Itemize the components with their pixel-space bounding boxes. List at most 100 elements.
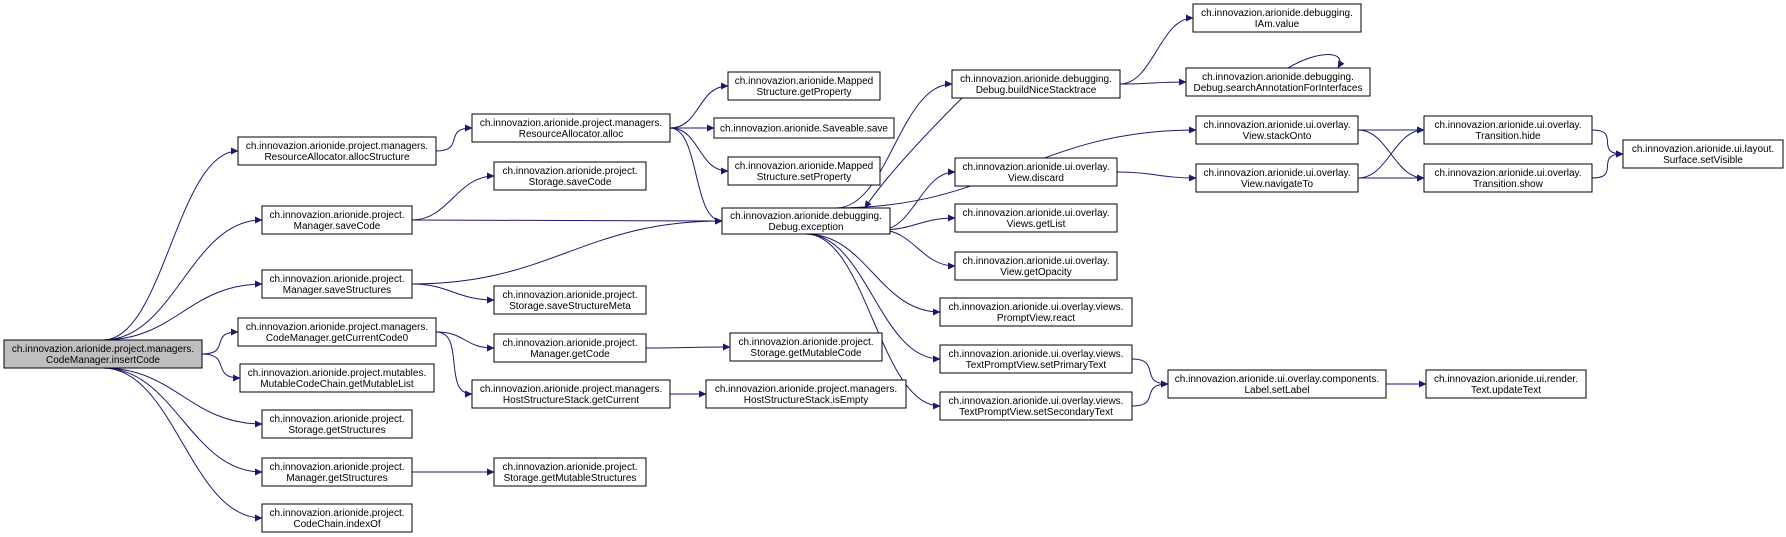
node-label-line: ch.innovazion.arionide.project. xyxy=(269,414,404,425)
node-insert-code[interactable]: ch.innovazion.arionide.project.managers.… xyxy=(3,339,203,369)
node-box xyxy=(493,333,647,363)
edge-insertCode-to-saveStructures xyxy=(102,280,263,341)
node-alloc[interactable]: ch.innovazion.arionide.project.managers.… xyxy=(471,113,671,143)
node-label-line: ch.innovazion.arionide.ui.overlay.compon… xyxy=(1175,374,1379,385)
edge-getCurrentCode0-to-managerGetCode xyxy=(435,331,495,352)
node-label-line: ch.innovazion.arionide.debugging. xyxy=(1201,8,1353,19)
node-box xyxy=(261,409,413,439)
node-navigate-to[interactable]: ch.innovazion.arionide.ui.overlay.View.n… xyxy=(1195,163,1359,193)
node-storage-get-structures[interactable]: ch.innovazion.arionide.project.Storage.g… xyxy=(261,409,413,439)
node-manager-get-code[interactable]: ch.innovazion.arionide.project.Manager.g… xyxy=(493,333,647,363)
node-manager-get-structures[interactable]: ch.innovazion.arionide.project.Manager.g… xyxy=(261,457,413,487)
node-label-line: ch.innovazion.arionide.Mapped xyxy=(735,76,873,87)
node-box xyxy=(729,332,883,362)
node-set-property[interactable]: ch.innovazion.arionide.MappedStructure.s… xyxy=(727,156,881,186)
node-label-line: HostStructureStack.isEmpty xyxy=(744,395,868,406)
node-box xyxy=(3,339,203,369)
node-label-line: View.stackOnto xyxy=(1243,131,1312,142)
node-get-mutable-code[interactable]: ch.innovazion.arionide.project.Storage.g… xyxy=(729,332,883,362)
node-label-line: Storage.saveCode xyxy=(529,177,612,188)
node-label-line: ch.innovazion.arionide.project. xyxy=(269,210,404,221)
edge-insertCode-to-getCurrentCode0 xyxy=(201,328,239,355)
node-box xyxy=(1192,3,1362,33)
node-update-text[interactable]: ch.innovazion.arionide.ui.render.Text.up… xyxy=(1425,369,1587,399)
node-label-line: ch.innovazion.arionide.Mapped xyxy=(735,161,873,172)
node-get-mutable-list[interactable]: ch.innovazion.arionide.project.mutables.… xyxy=(239,363,435,393)
node-label-line: ch.innovazion.arionide.ui.overlay. xyxy=(962,256,1109,267)
edge-exception-to-getOpacity xyxy=(879,229,956,270)
node-label-line: ch.innovazion.arionide.ui.overlay. xyxy=(962,208,1109,219)
node-iam-value[interactable]: ch.innovazion.arionide.debugging.IAm.val… xyxy=(1192,3,1362,33)
edge-transitionShow-to-setVisible xyxy=(1591,150,1624,179)
node-search-annotation[interactable]: ch.innovazion.arionide.debugging.Debug.s… xyxy=(1185,67,1371,97)
node-get-list[interactable]: ch.innovazion.arionide.ui.overlay.Views.… xyxy=(954,203,1118,233)
node-box xyxy=(713,117,895,139)
node-index-of[interactable]: ch.innovazion.arionide.project.CodeChain… xyxy=(261,503,413,533)
node-label-line: ch.innovazion.arionide.ui.overlay. xyxy=(1203,168,1350,179)
node-label-line: PromptView.react xyxy=(997,313,1075,324)
node-get-property[interactable]: ch.innovazion.arionide.MappedStructure.g… xyxy=(727,71,881,101)
node-box xyxy=(493,457,647,487)
node-label-line: ch.innovazion.arionide.Saveable.save xyxy=(720,124,888,135)
node-build-nice-stacktrace[interactable]: ch.innovazion.arionide.debugging.Debug.b… xyxy=(951,69,1121,99)
node-box xyxy=(1195,163,1359,193)
node-label-line: Manager.getCode xyxy=(530,349,610,360)
node-label-line: View.getOpacity xyxy=(1000,267,1072,278)
node-label-line: ch.innovazion.arionide.debugging. xyxy=(730,211,882,222)
edge-exception-to-buildNiceStacktrace xyxy=(835,80,953,209)
node-label-line: Debug.buildNiceStacktrace xyxy=(976,85,1097,96)
node-label-line: Storage.getMutableCode xyxy=(750,348,862,359)
node-react[interactable]: ch.innovazion.arionide.ui.overlay.views.… xyxy=(939,297,1133,327)
edge-insertCode-to-getMutableList xyxy=(201,353,241,382)
node-label-line: ResourceAllocator.allocStructure xyxy=(264,152,410,163)
node-exception[interactable]: ch.innovazion.arionide.debugging.Debug.e… xyxy=(721,207,891,235)
node-label-line: ch.innovazion.arionide.project. xyxy=(502,462,637,473)
node-saveable-save[interactable]: ch.innovazion.arionide.Saveable.save xyxy=(713,117,895,139)
node-box xyxy=(1425,369,1587,399)
node-box xyxy=(939,297,1133,327)
node-label-line: ch.innovazion.arionide.ui.overlay.views. xyxy=(949,302,1124,313)
edge-exception-to-discard xyxy=(879,168,956,231)
node-label-line: Manager.saveCode xyxy=(294,221,381,232)
node-set-secondary-text[interactable]: ch.innovazion.arionide.ui.overlay.views.… xyxy=(939,391,1133,421)
node-get-opacity[interactable]: ch.innovazion.arionide.ui.overlay.View.g… xyxy=(954,251,1118,281)
node-label-line: ch.innovazion.arionide.debugging. xyxy=(1202,72,1354,83)
node-box xyxy=(727,71,881,101)
node-is-empty[interactable]: ch.innovazion.arionide.project.managers.… xyxy=(705,379,907,409)
edge-buildNiceStacktrace-to-iamValue xyxy=(1119,14,1194,85)
node-alloc-structure[interactable]: ch.innovazion.arionide.project.managers.… xyxy=(237,136,437,166)
node-label-line: ch.innovazion.arionide.project.managers. xyxy=(12,344,194,355)
node-label-line: Storage.getStructures xyxy=(288,425,385,436)
node-stack-onto[interactable]: ch.innovazion.arionide.ui.overlay.View.s… xyxy=(1195,115,1359,145)
node-label-line: ch.innovazion.arionide.ui.overlay. xyxy=(962,162,1109,173)
node-hss-get-current[interactable]: ch.innovazion.arionide.project.managers.… xyxy=(471,379,671,409)
node-set-label[interactable]: ch.innovazion.arionide.ui.overlay.compon… xyxy=(1167,369,1387,399)
node-label-line: ch.innovazion.arionide.project.managers. xyxy=(480,118,662,129)
edge-managerGetCode-to-getMutableCode xyxy=(645,343,731,351)
node-set-primary-text[interactable]: ch.innovazion.arionide.ui.overlay.views.… xyxy=(939,344,1133,374)
node-storage-save-code[interactable]: ch.innovazion.arionide.project.Storage.s… xyxy=(493,161,647,191)
node-box xyxy=(951,69,1121,99)
edge-alloc-to-setProperty xyxy=(669,127,729,175)
node-save-structures[interactable]: ch.innovazion.arionide.project.Manager.s… xyxy=(261,269,413,299)
node-label-line: ch.innovazion.arionide.ui.render. xyxy=(1434,374,1578,385)
node-transition-show[interactable]: ch.innovazion.arionide.ui.overlay.Transi… xyxy=(1423,163,1593,193)
node-discard[interactable]: ch.innovazion.arionide.ui.overlay.View.d… xyxy=(954,157,1118,187)
edge-alloc-to-getProperty xyxy=(669,82,729,129)
edge-getCurrentCode0-to-hssGetCurrent xyxy=(435,331,473,398)
node-label-line: CodeManager.insertCode xyxy=(46,355,160,366)
node-label-line: ch.innovazion.arionide.project.managers. xyxy=(480,384,662,395)
node-get-mutable-structures[interactable]: ch.innovazion.arionide.project.Storage.g… xyxy=(493,457,647,487)
node-box xyxy=(727,156,881,186)
node-save-code[interactable]: ch.innovazion.arionide.project.Manager.s… xyxy=(261,205,413,235)
node-save-structure-meta[interactable]: ch.innovazion.arionide.project.Storage.s… xyxy=(493,285,647,315)
node-label-line: ch.innovazion.arionide.project.mutables. xyxy=(248,368,426,379)
node-label-line: CodeManager.getCurrentCode0 xyxy=(266,333,409,344)
node-get-current-code0[interactable]: ch.innovazion.arionide.project.managers.… xyxy=(237,317,437,347)
edge-insertCode-to-allocStructure xyxy=(102,147,239,341)
node-set-visible[interactable]: ch.innovazion.arionide.ui.layout.Surface… xyxy=(1622,139,1784,169)
node-label-line: MutableCodeChain.getMutableList xyxy=(260,379,414,390)
node-transition-hide[interactable]: ch.innovazion.arionide.ui.overlay.Transi… xyxy=(1423,115,1593,145)
node-box xyxy=(261,269,413,299)
node-label-line: Text.updateText xyxy=(1471,385,1541,396)
